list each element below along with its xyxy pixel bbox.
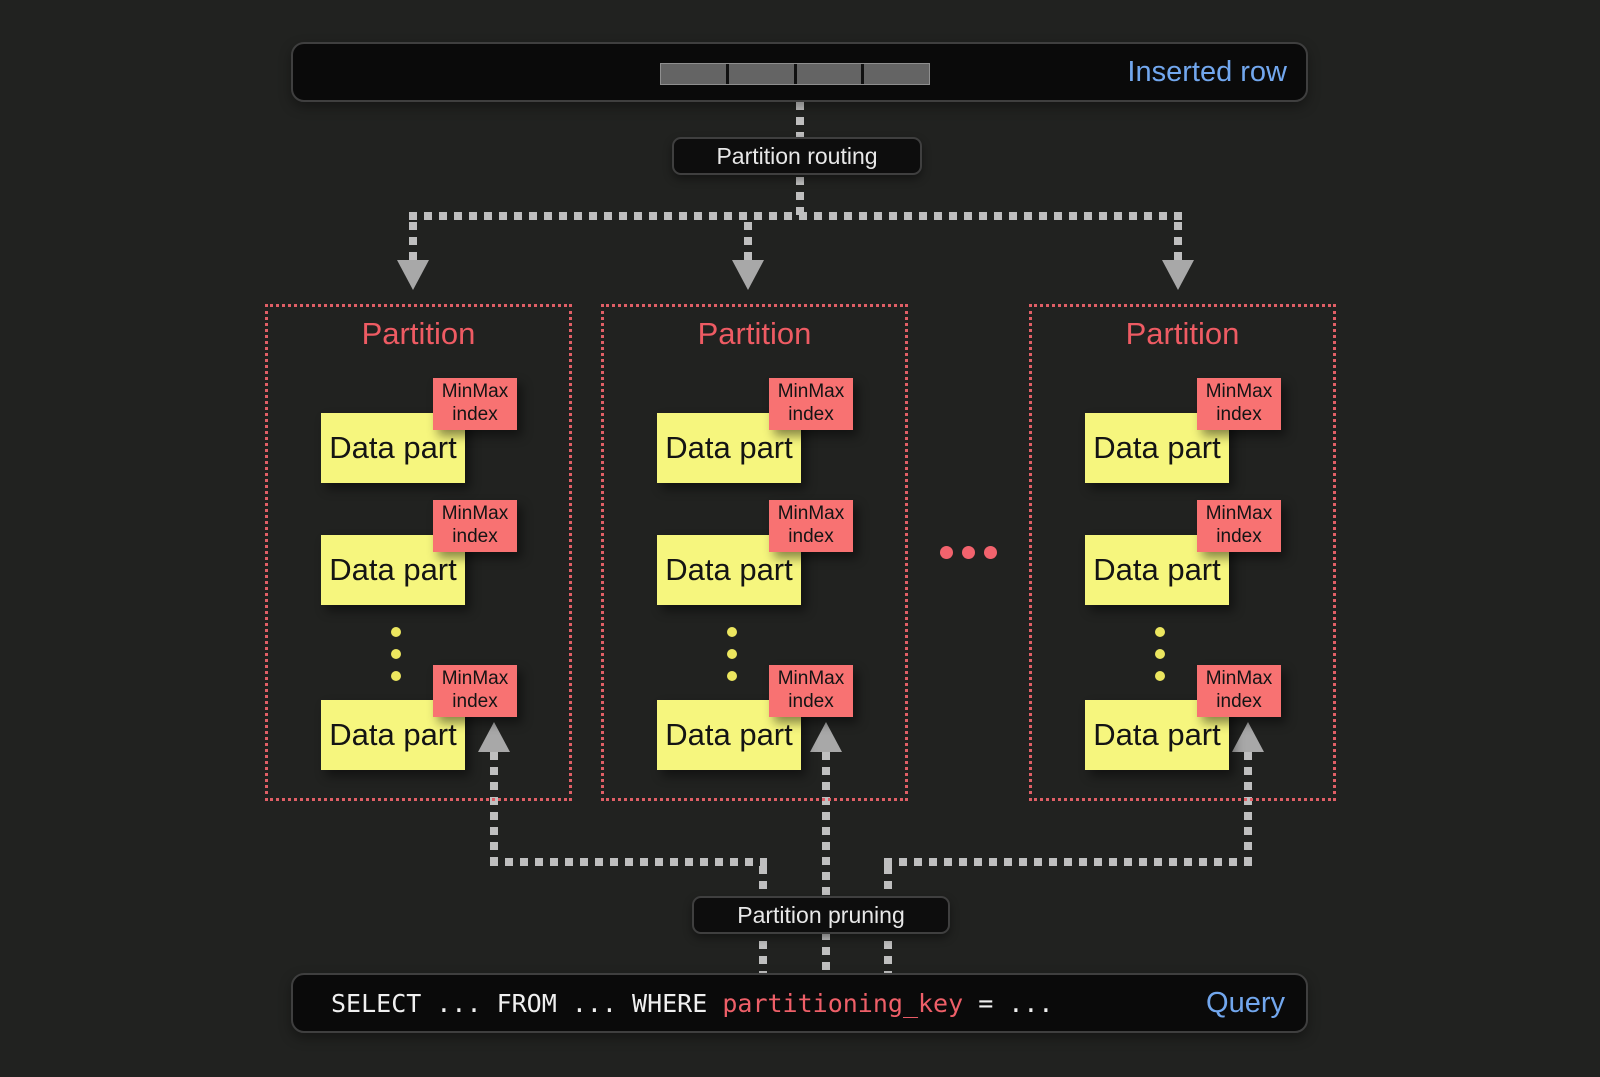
minmax-line: index xyxy=(788,691,834,712)
arrow-down-icon xyxy=(1162,260,1194,290)
row-segment xyxy=(796,64,862,84)
pruning-rise-line xyxy=(1244,752,1252,866)
arrow-down-icon xyxy=(732,260,764,290)
routing-distribution-line xyxy=(409,212,1182,220)
inserted-row-segments xyxy=(660,63,930,85)
query-label: Query xyxy=(1206,986,1285,1019)
minmax-index-tag: MinMax index xyxy=(769,500,853,552)
vertical-ellipsis-dot xyxy=(727,649,737,659)
routing-drop-line xyxy=(409,222,417,262)
minmax-index-tag: MinMax index xyxy=(769,665,853,717)
pruning-collector-line xyxy=(490,858,767,866)
horizontal-ellipsis-dot xyxy=(984,546,997,559)
vertical-ellipsis-dot xyxy=(1155,671,1165,681)
query-partitioning-key: partitioning_key xyxy=(722,988,964,1018)
minmax-index-tag: MinMax index xyxy=(433,665,517,717)
partition-box: Partition MinMax index Data part MinMax … xyxy=(1029,304,1336,801)
data-part-box: Data part xyxy=(1085,535,1229,605)
partition-title: Partition xyxy=(361,316,476,351)
horizontal-ellipsis-dot xyxy=(940,546,953,559)
partition-title: Partition xyxy=(1125,316,1240,351)
arrow-up-icon xyxy=(1232,722,1264,752)
minmax-index-tag: MinMax index xyxy=(433,500,517,552)
inserted-row-bar: Inserted row xyxy=(291,42,1308,102)
pruning-rise-line xyxy=(490,752,498,866)
query-code-suffix: = ... xyxy=(963,988,1054,1018)
pruning-rise-line xyxy=(822,752,830,973)
pruning-collector-line xyxy=(884,858,1252,866)
partition-routing-label: Partition routing xyxy=(672,137,922,175)
minmax-line: index xyxy=(1216,404,1262,425)
minmax-line: MinMax xyxy=(441,381,509,403)
minmax-line: MinMax xyxy=(441,668,509,690)
minmax-line: index xyxy=(452,691,498,712)
query-code: SELECT ... FROM ... WHERE partitioning_k… xyxy=(331,989,1053,1018)
horizontal-ellipsis-dot xyxy=(962,546,975,559)
data-part-box: Data part xyxy=(321,535,465,605)
minmax-index-tag: MinMax index xyxy=(1197,665,1281,717)
minmax-line: MinMax xyxy=(777,668,845,690)
minmax-index-tag: MinMax index xyxy=(1197,500,1281,552)
vertical-ellipsis-dot xyxy=(727,671,737,681)
minmax-line: index xyxy=(1216,691,1262,712)
vertical-ellipsis-dot xyxy=(391,671,401,681)
arrow-down-icon xyxy=(397,260,429,290)
inserted-row-label: Inserted row xyxy=(1127,55,1287,88)
minmax-index-tag: MinMax index xyxy=(433,378,517,430)
minmax-line: MinMax xyxy=(777,381,845,403)
vertical-ellipsis-dot xyxy=(391,649,401,659)
minmax-line: index xyxy=(452,404,498,425)
minmax-line: MinMax xyxy=(1205,668,1273,690)
vertical-ellipsis-dot xyxy=(1155,649,1165,659)
arrow-up-icon xyxy=(810,722,842,752)
partition-pruning-label: Partition pruning xyxy=(692,896,950,934)
arrow-up-icon xyxy=(478,722,510,752)
minmax-line: MinMax xyxy=(777,503,845,525)
minmax-line: index xyxy=(788,526,834,547)
row-segment xyxy=(864,64,929,84)
partition-box: Partition MinMax index Data part MinMax … xyxy=(601,304,908,801)
row-segment xyxy=(728,64,794,84)
minmax-index-tag: MinMax index xyxy=(769,378,853,430)
vertical-ellipsis-dot xyxy=(391,627,401,637)
minmax-line: MinMax xyxy=(1205,381,1273,403)
partition-title: Partition xyxy=(697,316,812,351)
query-code-prefix: SELECT ... FROM ... WHERE xyxy=(331,988,723,1018)
minmax-line: index xyxy=(452,526,498,547)
vertical-ellipsis-dot xyxy=(727,627,737,637)
vertical-ellipsis-dot xyxy=(1155,627,1165,637)
routing-drop-line xyxy=(744,222,752,262)
row-segment xyxy=(661,64,726,84)
minmax-line: MinMax xyxy=(1205,503,1273,525)
minmax-line: index xyxy=(788,404,834,425)
routing-drop-line xyxy=(1174,222,1182,262)
minmax-index-tag: MinMax index xyxy=(1197,378,1281,430)
minmax-line: MinMax xyxy=(441,503,509,525)
partition-box: Partition MinMax index Data part MinMax … xyxy=(265,304,572,801)
query-bar: SELECT ... FROM ... WHERE partitioning_k… xyxy=(291,973,1308,1033)
minmax-line: index xyxy=(1216,526,1262,547)
